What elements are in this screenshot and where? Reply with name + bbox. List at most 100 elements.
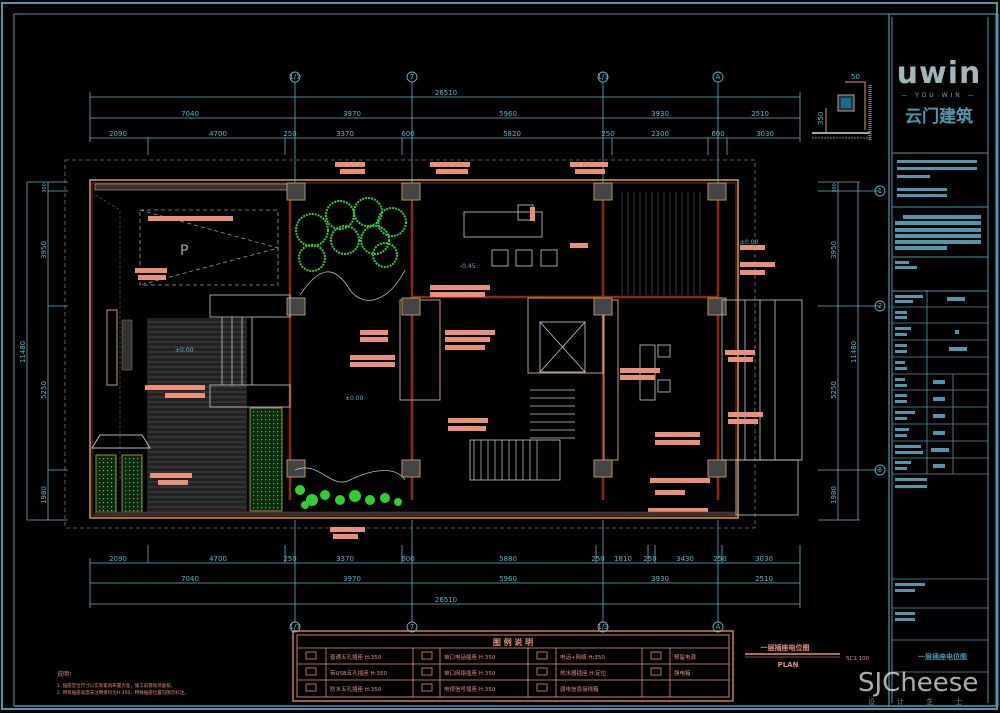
hedge-dot [141,462,143,464]
dim-text: 11480 [850,341,858,363]
hedge-dot [265,427,267,429]
hedge-dot [125,474,127,476]
hedge-dot [141,510,143,512]
phone-socket-icon [421,651,433,660]
dim-text: 26510 [435,596,457,604]
hedge-dot [277,415,279,417]
hedge-dot [257,427,259,429]
hedge-dot [273,459,275,461]
hedge-dot [265,491,267,493]
dim-text: 250 [283,555,296,563]
dim-text: 5880 [499,555,517,563]
hedge-dot [261,443,263,445]
hedge-dot [281,415,283,417]
tv-socket-icon [421,683,433,692]
annotation-label [135,268,167,273]
annotation-label [570,162,608,167]
dim-text: 3030 [755,555,773,563]
hedge-dot [253,443,255,445]
annotation-label [530,207,535,221]
hedge-dot [265,439,267,441]
axis-labels-top: 1/7 7 1/3 A [289,73,720,81]
legend-label: 弱电信息接线箱 [560,685,599,693]
hedge-dot [253,439,255,441]
hedge-dot [265,435,267,437]
hedge-dot [261,499,263,501]
hedge-dot [137,470,139,472]
hedge-dot [277,419,279,421]
hedge-dot [261,431,263,433]
brand-tagline: — YOU WIN — [901,92,977,99]
dim-text: 300 [832,183,838,193]
dim-text: 600 [711,130,724,138]
hedge-dot [257,435,259,437]
annotation-label [655,490,685,495]
hedge-dot [269,431,271,433]
hedge-dot [261,423,263,425]
annotation-label [650,478,710,483]
hedge-dot [281,447,283,449]
hedge-dot [273,455,275,457]
dim-text: 250 [591,555,604,563]
hedge-dot [261,471,263,473]
hedge-dot [273,427,275,429]
axis-label: 7 [410,73,414,81]
hedge-dot [115,502,117,504]
hedge-dot [141,494,143,496]
hedge-dot [257,471,259,473]
hedge-dot [103,494,105,496]
elevation-label: ±0.00 [740,239,759,246]
hedge-dot [129,490,131,492]
dim-text: 3430 [676,555,694,563]
trees [295,197,407,272]
annotation-label [138,275,166,280]
hedge-dot [273,467,275,469]
hedge-dot [99,466,101,468]
elevation-label: ±0.00 [175,347,194,354]
dimension-lines-left [26,181,68,521]
hedge-dot [281,455,283,457]
annotation-label [145,385,205,390]
annotation-label [740,245,765,250]
hedge-dot [265,475,267,477]
hedge-dot [273,423,275,425]
hedge-dot [281,423,283,425]
ceiling-speaker-icon [650,651,662,660]
hedge-dot [281,475,283,477]
hedge-dot [277,475,279,477]
hedge-dot [257,483,259,485]
hedge-dot [261,487,263,489]
hedge-dot [261,495,263,497]
hedge-dot [269,503,271,505]
hedge-dot [273,435,275,437]
dim-text: 5250 [830,381,838,399]
hedge-dot [265,463,267,465]
hedge-dot [137,466,139,468]
dim-text: 2090 [109,555,127,563]
annotation-label [445,337,490,342]
hedge-dot [103,470,105,472]
hedge-dot [115,486,117,488]
hedge-dot [253,427,255,429]
hedge-dot [133,458,135,460]
hedge-dot [257,451,259,453]
hedge-dot [103,486,105,488]
hedge-dot [281,467,283,469]
hedge-dot [277,451,279,453]
hedge-dot [257,459,259,461]
hedge-dot [269,415,271,417]
hedge-dot [137,502,139,504]
hedge-dot [253,467,255,469]
hedge-dot [269,443,271,445]
dim-text: 3950 [830,241,838,259]
hedge-dot [125,490,127,492]
hedge-dot [269,491,271,493]
hedge-dot [273,471,275,473]
hedge-dot [265,487,267,489]
annotation-label [158,480,188,485]
hedge-dot [133,478,135,480]
hedge-dot [253,491,255,493]
hedge-dot [257,503,259,505]
hedge-dot [115,470,117,472]
hedge-dot [125,510,127,512]
